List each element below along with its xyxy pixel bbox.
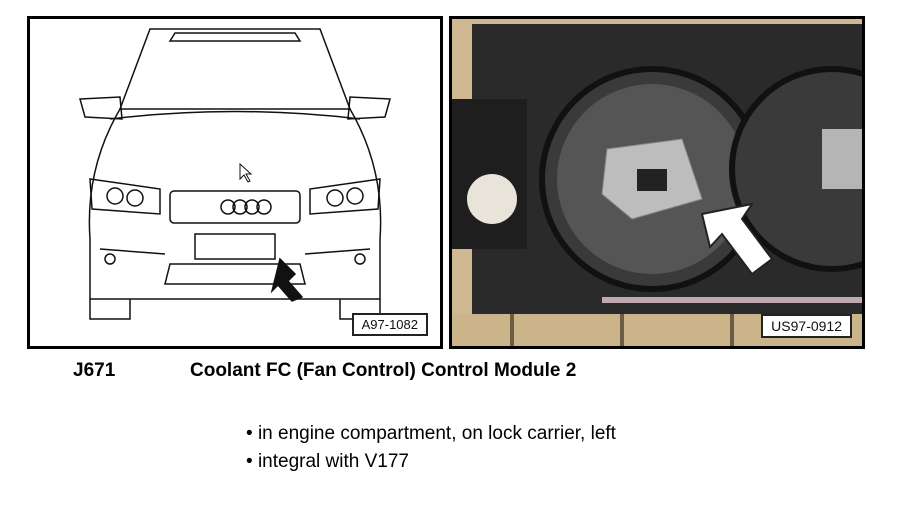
component-title: Coolant FC (Fan Control) Control Module … [190, 360, 577, 381]
figure-label-left: A97-1082 [351, 313, 428, 336]
car-front-illustration: A97-1082 [27, 16, 443, 349]
fan-module-photo: US97-0912 [449, 16, 865, 349]
figure-label-right: US97-0912 [761, 314, 852, 338]
note-item: integral with V177 [246, 448, 616, 476]
car-drawing [79, 28, 391, 320]
component-code: J671 [73, 360, 116, 381]
notes-list: in engine compartment, on lock carrier, … [246, 420, 616, 476]
note-item: in engine compartment, on lock carrier, … [246, 420, 616, 448]
fan-photo-drawing [452, 19, 862, 346]
